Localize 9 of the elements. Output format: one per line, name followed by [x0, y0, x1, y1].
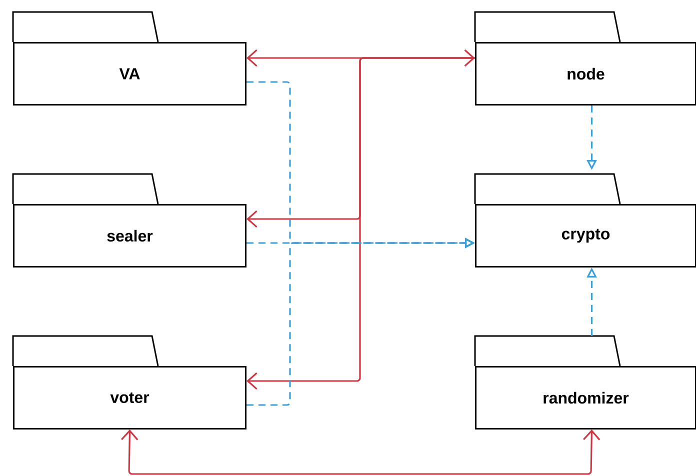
package-box: node	[474, 11, 696, 106]
package-box: VA	[12, 11, 246, 106]
package-box: crypto	[474, 173, 696, 268]
arrow	[121, 430, 600, 475]
package-box: randomizer	[474, 335, 696, 430]
arrow	[246, 49, 475, 67]
package-box: sealer	[12, 173, 246, 268]
arrow	[246, 57, 475, 390]
package-box: voter	[12, 335, 246, 430]
